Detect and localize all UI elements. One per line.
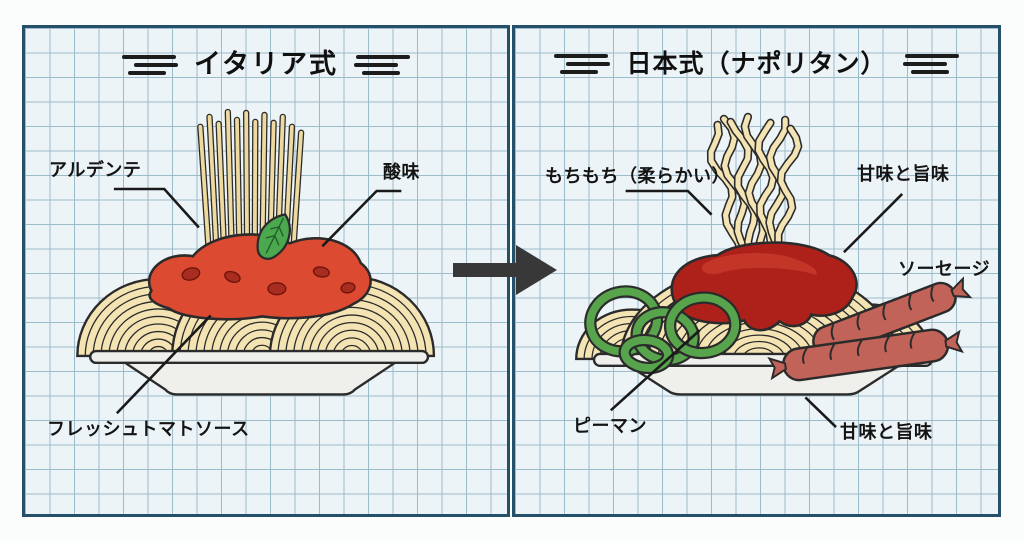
speedlines-icon <box>353 55 410 75</box>
sausages <box>767 276 973 382</box>
label-sweet-umami-bottom: 甘味と旨味 <box>840 422 933 443</box>
callout-lines <box>609 189 904 428</box>
panel-right-title: 日本式（ナポリタン） <box>626 49 887 78</box>
sausage <box>767 328 964 382</box>
speedlines-icon <box>554 54 611 74</box>
ketchup-sauce-blob <box>668 241 858 332</box>
speedlines-icon <box>902 54 959 74</box>
label-sausage: ソーセージ <box>898 259 991 280</box>
panel-left-header: イタリア式 <box>25 50 507 80</box>
label-acidity: 酸味 <box>383 162 420 183</box>
basil-leaf <box>256 213 291 260</box>
speedlines-icon <box>122 55 179 75</box>
label-green-pepper: ピーマン <box>573 416 647 437</box>
label-fresh-tomato-sauce: フレッシュトマトソース <box>47 419 250 440</box>
panel-japanese-napolitan: 日本式（ナポリタン） もちもち（柔らかい） 甘味と旨味 ソーセージ ピーマン 甘… <box>512 25 1001 517</box>
napolitan-spaghetti-illustration <box>575 112 973 428</box>
green-pepper-rings <box>584 285 742 375</box>
arrow-right-shape <box>453 245 557 295</box>
fresh-tomato-sauce-blob <box>148 233 372 321</box>
label-al-dente: アルデンテ <box>49 160 142 181</box>
label-mochimochi-soft: もちもち（柔らかい） <box>545 166 730 187</box>
arrow-right-icon <box>453 245 557 295</box>
callout-lines <box>113 187 402 415</box>
italian-spaghetti-illustration <box>76 108 436 415</box>
panel-left-title: イタリア式 <box>194 49 338 80</box>
panel-italian-style: イタリア式 アルデンテ 酸味 フレッシュトマトソース <box>22 25 510 517</box>
plate <box>89 349 430 396</box>
panel-right-header: 日本式（ナポリタン） <box>515 50 998 78</box>
label-sweet-umami-top: 甘味と旨味 <box>857 164 950 185</box>
